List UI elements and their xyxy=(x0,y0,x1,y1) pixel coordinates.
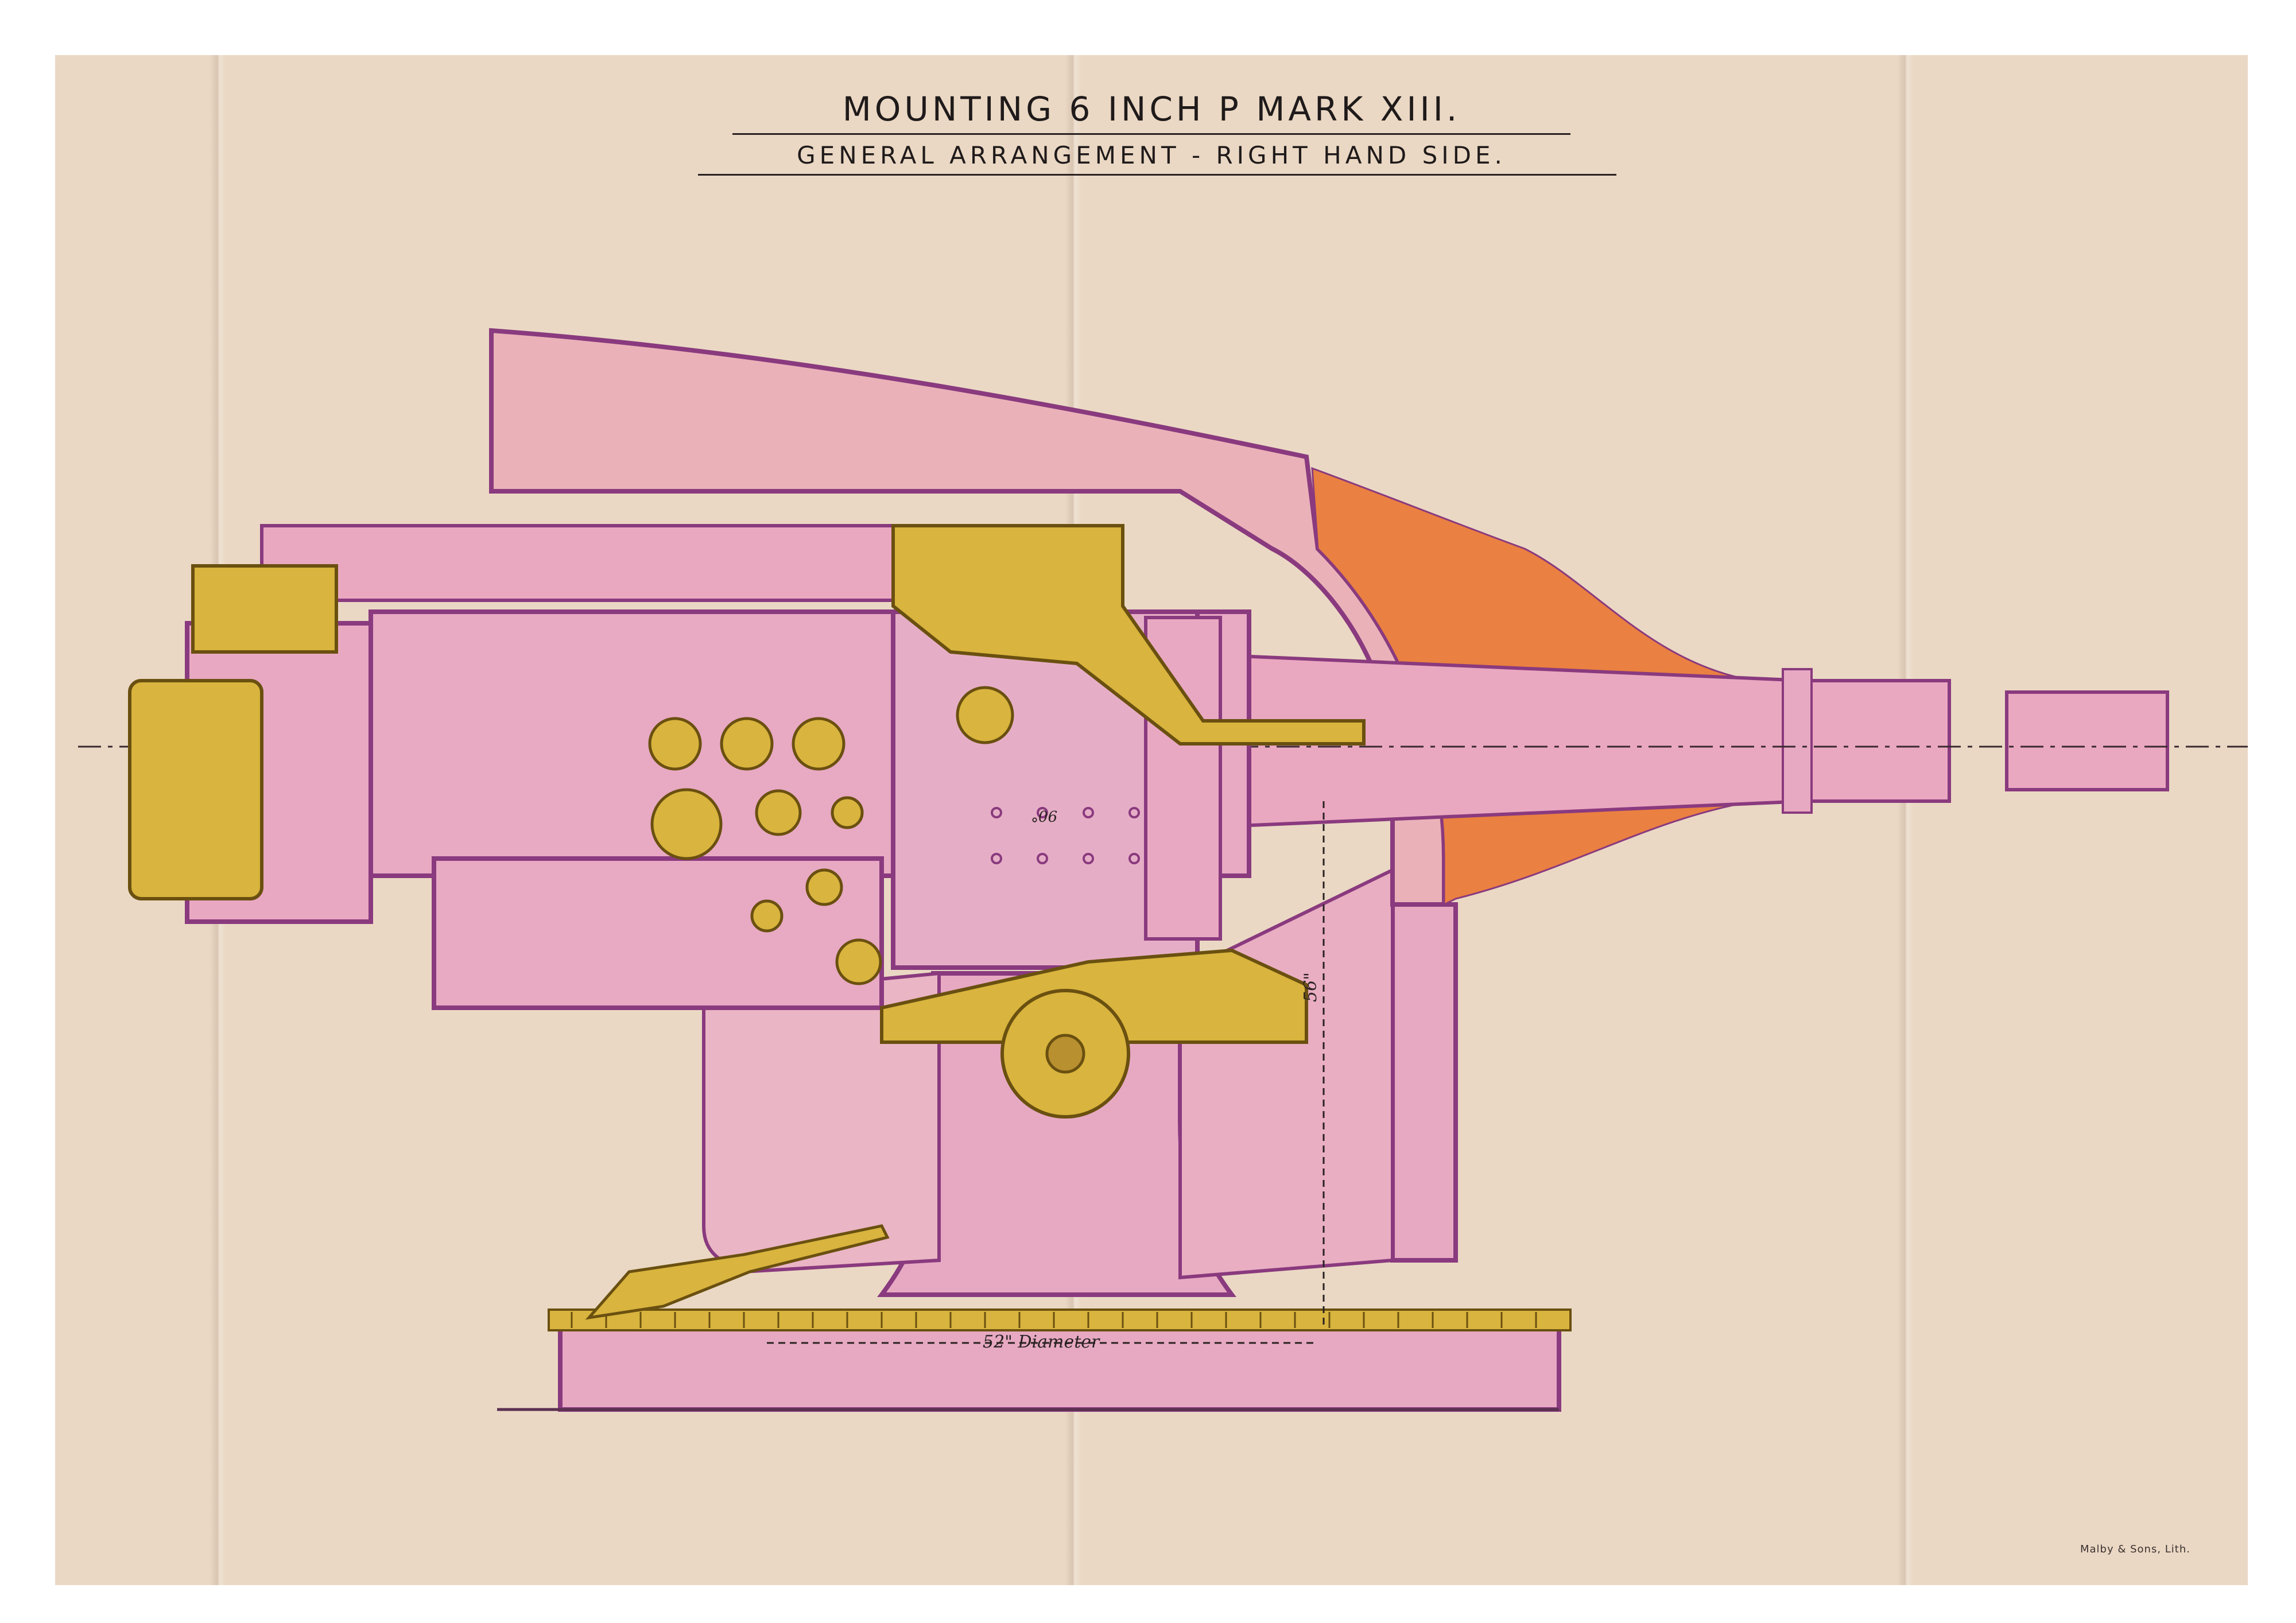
breech-mechanism xyxy=(128,679,263,900)
barrel-band xyxy=(1782,668,1813,814)
height-dimension-label: 56" xyxy=(1301,972,1321,1002)
drawing-sheet: MOUNTING 6 INCH P MARK XIII. GENERAL ARR… xyxy=(55,55,2248,1585)
bolt-heads xyxy=(991,807,1140,864)
barrel-muzzle xyxy=(2005,690,2169,791)
rear-sight-bracket xyxy=(191,564,338,654)
elevating-wheel-hub xyxy=(1045,1034,1085,1074)
base-platform xyxy=(558,1321,1561,1412)
title-underline xyxy=(732,133,1570,135)
upper-rail xyxy=(260,524,964,602)
drawing-title: MOUNTING 6 INCH P MARK XIII. xyxy=(842,90,1461,129)
base-diameter-label: 52" Diameter xyxy=(983,1332,1100,1352)
rack-teeth xyxy=(571,1312,1537,1328)
gauge-cluster xyxy=(648,686,1014,985)
drawing-subtitle: GENERAL ARRANGEMENT - RIGHT HAND SIDE. xyxy=(797,141,1506,169)
fold-line xyxy=(1898,55,1914,1585)
carriage-rear-plate xyxy=(1390,902,1458,1263)
subtitle-underline xyxy=(698,174,1616,176)
lithographer-imprint: Malby & Sons, Lith. xyxy=(2080,1543,2190,1555)
training-rack xyxy=(548,1309,1572,1331)
elevating-arm xyxy=(891,524,1366,746)
angle-dimension-label: 90° xyxy=(1031,807,1058,824)
training-lever xyxy=(585,1224,890,1320)
gun-mounting-drawing xyxy=(78,328,2248,1412)
